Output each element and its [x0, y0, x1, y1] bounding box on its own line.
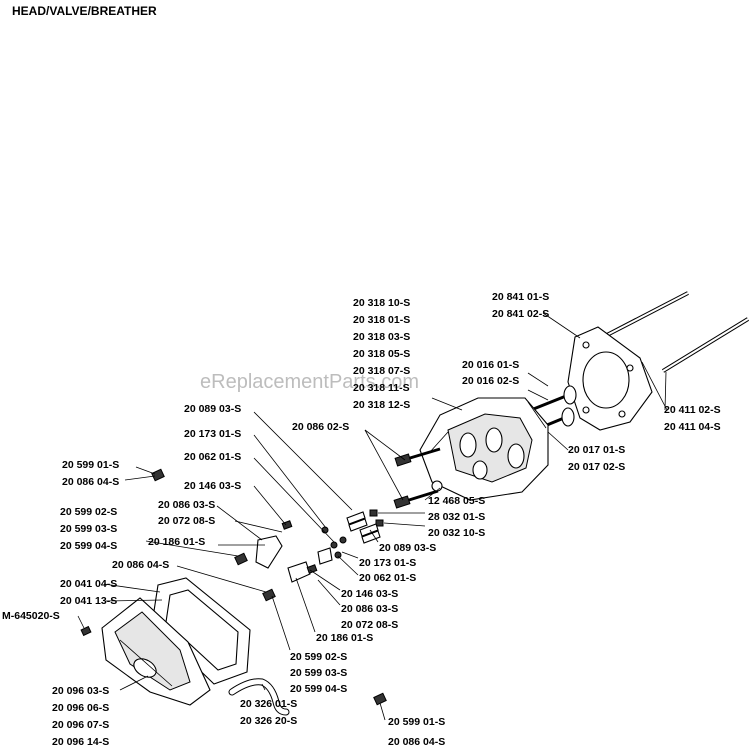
callout-retainer-lower: 20 173 01-S — [359, 557, 416, 569]
callout-head-bolt-2: 20 318 01-S — [353, 314, 410, 326]
head-gasket[interactable] — [567, 326, 653, 431]
callout-seal-lower: 20 062 01-S — [359, 572, 416, 584]
callout-push-rod-2: 20 411 04-S — [664, 421, 721, 433]
callout-breather-hose-2: 20 326 20-S — [240, 715, 297, 727]
breather-hose[interactable] — [228, 678, 290, 716]
callout-screw-left-2: 20 086 04-S — [62, 476, 119, 488]
callout-screw-left-1: 20 599 01-S — [62, 459, 119, 471]
callout-head-bolt-3: 20 318 03-S — [353, 331, 410, 343]
callout-nut-1: 28 032 01-S — [428, 511, 485, 523]
watermark: eReplacementParts.com — [200, 371, 419, 393]
leader-lines — [77, 312, 668, 721]
callout-bracket-lower-2: 20 599 03-S — [290, 667, 347, 679]
callout-valve-top-1: 20 016 01-S — [462, 359, 519, 371]
callout-pin-upper: 20 186 01-S — [148, 536, 205, 548]
callout-cover-screw: M-645020-S — [2, 610, 60, 622]
washer[interactable] — [431, 480, 443, 492]
callout-screw-bottom-1: 20 599 01-S — [388, 716, 445, 728]
callout-bracket-left-2: 20 599 03-S — [60, 523, 117, 535]
callout-spring-lower: 20 089 03-S — [379, 542, 436, 554]
callout-pin-lower: 20 186 01-S — [316, 632, 373, 644]
callout-rocker-lower: 20 146 03-S — [341, 588, 398, 600]
callout-rocker-upper: 20 146 03-S — [184, 480, 241, 492]
callout-bracket-left-1: 20 599 02-S — [60, 506, 117, 518]
callout-spring-upper: 20 089 03-S — [184, 403, 241, 415]
callout-head-bolt-5: 20 318 07-S — [353, 365, 410, 377]
valve-springs[interactable] — [346, 511, 381, 544]
callout-head-bolt-6: 20 318 11-S — [353, 382, 410, 394]
callout-head-bolt-7: 20 318 12-S — [353, 399, 410, 411]
callout-screw-mid: 20 086 04-S — [112, 559, 169, 571]
callout-valve-top-2: 20 016 02-S — [462, 375, 519, 387]
callout-valve-bottom-1: 20 017 01-S — [568, 444, 625, 456]
callout-rocker-pivot-lower-2: 20 072 08-S — [341, 619, 398, 631]
callout-valve-cover-1: 20 096 03-S — [52, 685, 109, 697]
callout-seal-upper: 20 062 01-S — [184, 451, 241, 463]
callout-rocker-pivot-upper-1: 20 086 03-S — [158, 499, 215, 511]
head-bolts[interactable] — [393, 447, 441, 509]
callout-head-gasket-2: 20 841 02-S — [492, 308, 549, 320]
callout-screw-bottom-2: 20 086 04-S — [388, 736, 445, 748]
callout-stud-upper: 20 086 02-S — [292, 421, 349, 433]
cylinder-head[interactable] — [419, 397, 549, 501]
callout-head-bolt-1: 20 318 10-S — [353, 297, 410, 309]
callout-labels: 20 318 10-S 20 318 01-S 20 318 03-S 20 3… — [2, 291, 721, 748]
callout-valve-bottom-2: 20 017 02-S — [568, 461, 625, 473]
valve-cover[interactable] — [101, 597, 211, 706]
valves[interactable] — [529, 385, 577, 434]
nut-group[interactable] — [369, 509, 384, 527]
callout-cover-gasket-1: 20 041 04-S — [60, 578, 117, 590]
callout-head-gasket-1: 20 841 01-S — [492, 291, 549, 303]
callout-push-rod-1: 20 411 02-S — [664, 404, 721, 416]
callout-valve-cover-4: 20 096 14-S — [52, 736, 109, 748]
callout-washer: 12 468 05-S — [428, 495, 485, 507]
callout-retainer-upper: 20 173 01-S — [184, 428, 241, 440]
callout-nut-2: 20 032 10-S — [428, 527, 485, 539]
callout-bracket-lower-1: 20 599 02-S — [290, 651, 347, 663]
callout-valve-cover-2: 20 096 06-S — [52, 702, 109, 714]
callout-breather-hose-1: 20 326 01-S — [240, 698, 297, 710]
callout-rocker-pivot-upper-2: 20 072 08-S — [158, 515, 215, 527]
callout-valve-cover-3: 20 096 07-S — [52, 719, 109, 731]
push-rods[interactable] — [604, 291, 750, 373]
callout-rocker-pivot-lower-1: 20 086 03-S — [341, 603, 398, 615]
callout-bracket-left-3: 20 599 04-S — [60, 540, 117, 552]
diagram-title: HEAD/VALVE/BREATHER — [12, 4, 157, 18]
rocker-arms[interactable] — [255, 520, 333, 583]
callout-head-bolt-4: 20 318 05-S — [353, 348, 410, 360]
callout-cover-gasket-2: 20 041 13-S — [60, 595, 117, 607]
callout-bracket-lower-3: 20 599 04-S — [290, 683, 347, 695]
